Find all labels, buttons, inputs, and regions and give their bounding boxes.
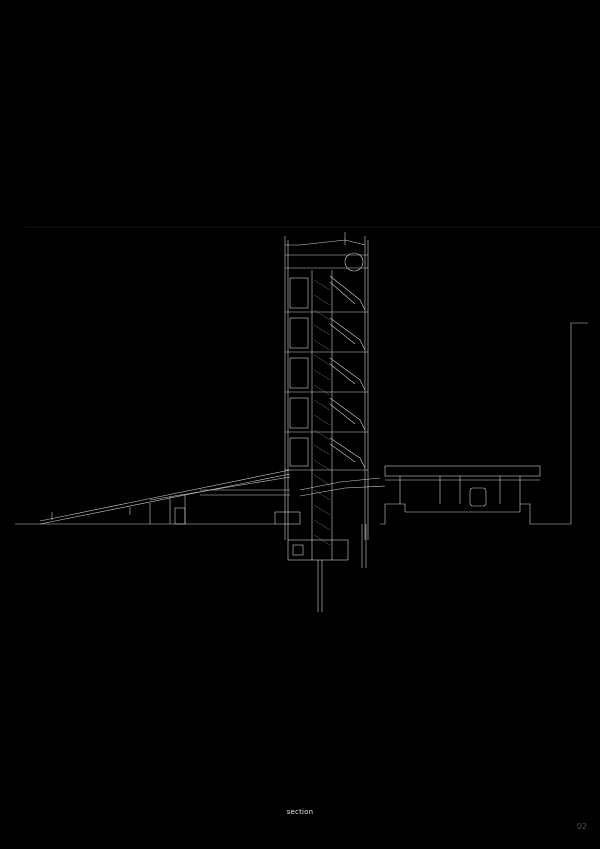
page-number: 02	[576, 822, 587, 831]
spiral-core	[311, 270, 333, 560]
tower-outline	[284, 232, 369, 540]
sloped-terraces	[329, 275, 366, 469]
floor-slabs	[285, 311, 368, 471]
left-balconies	[289, 277, 309, 467]
core-hatching	[313, 279, 331, 546]
train-icon	[469, 487, 487, 507]
ramp-structure	[39, 469, 291, 525]
drawing-caption: section	[286, 808, 314, 816]
water-tank-icon	[344, 252, 364, 272]
tower-base	[274, 477, 386, 612]
station-canopy	[384, 465, 541, 507]
ground-line-right	[380, 322, 588, 525]
